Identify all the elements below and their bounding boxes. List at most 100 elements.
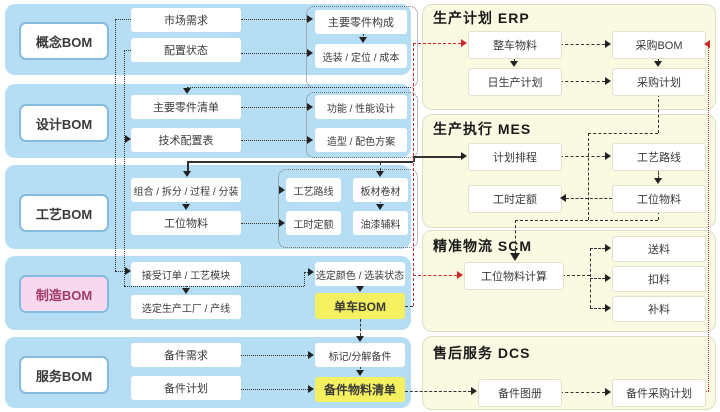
connector-line [515,220,516,254]
arrow-head [560,194,566,202]
node-config-status: 配置状态 [131,38,241,62]
node-spare-catalog: 备件图册 [478,379,562,407]
arrow-head [654,178,662,184]
node-plan-scheduling: 计划排程 [468,143,562,171]
connector-line [560,392,605,393]
arrow-head [510,253,520,261]
connector-line [560,44,605,45]
arrow-head [356,336,364,342]
arrow-head [307,136,313,144]
node-labor-hour-quota: 工时定额 [286,211,341,235]
connector-line [241,107,307,108]
connector-line [304,272,310,273]
arrow-head [125,267,131,275]
label-concept-bom: 概念BOM [19,22,109,60]
connector-line [360,367,361,371]
arrow-head [356,370,364,376]
arrow-head-red [457,271,463,279]
node-spare-purchase-plan: 备件采购计划 [612,379,706,407]
node-daily-production-plan: 日生产计划 [468,68,562,96]
red-feedback-line [704,391,709,392]
arrow-head [605,40,611,48]
node-purchase-bom: 采购BOM [612,31,706,59]
node-select-color-option: 选定颜色 / 选装状态 [315,262,405,286]
connector-line [187,87,411,88]
node-purchase-plan: 采购计划 [612,68,706,96]
label-service-bom: 服务BOM [19,356,109,394]
arrow-head [510,61,518,67]
arrow-head [605,244,611,252]
connector-line [187,161,189,171]
node-vehicle-bom: 单车BOM [315,293,405,319]
node-main-parts-structure: 主要零件构成 [315,10,407,34]
node-option-position-cost: 选装 / 定位 / 成本 [315,44,407,68]
group-outline-process [278,169,418,248]
arrow-head [605,304,611,312]
node-station-material: 工位物料 [131,211,241,235]
connector-line [241,140,307,141]
connector-line [380,202,381,205]
connector-line [124,286,304,287]
arrow-head [182,288,190,294]
connector-line [658,94,659,133]
node-spare-plan: 备件计划 [131,376,241,400]
node-spare-material-list: 备件物料清单 [315,377,405,402]
arrow-head [307,103,313,111]
connector-line [515,220,658,221]
arrow-head [308,268,314,276]
arrow-head [356,286,364,292]
arrow-head [308,351,314,359]
panel-title-mes: 生产执行 MES [433,121,532,137]
label-manufacture-bom: 制造BOM [19,275,109,313]
connector-line [405,306,413,307]
connector-line [560,81,605,82]
node-main-parts-list: 主要零件清单 [131,95,241,119]
panel-title-dcs: 售后服务 DCS [433,345,531,361]
arrow-head [183,88,191,94]
arrow-head [307,15,313,23]
label-process-bom: 工艺BOM [19,194,109,232]
node-accept-order-process-module: 接受订单 / 工艺模块 [131,262,241,286]
node-market-demand: 市场需求 [131,8,241,32]
connector-line [115,19,131,20]
node-tech-config-table: 技术配置表 [131,128,241,152]
node-styling-color-scheme: 造型 / 配色方案 [315,128,407,152]
node-station-material-calc: 工位物料计算 [464,262,564,290]
connector-line [514,57,515,62]
node-mark-decompose-spare: 标记/分解备件 [315,343,405,367]
node-sheet-coil: 板材卷材 [353,178,408,202]
connector-line [124,50,125,286]
arrow-head [125,135,131,143]
arrow-head [605,274,611,282]
connector-line [380,162,381,171]
connector-line [115,19,116,271]
connector-line [124,50,131,51]
arrow-head [605,77,611,85]
arrow-head [183,171,191,177]
panel-title-erp: 生产计划 ERP [433,10,530,26]
arrow-head [471,387,477,395]
node-combine-split-process: 组合 / 拆分 / 过程 / 分装 [131,178,241,202]
connector-line [658,211,659,220]
connector-line [658,169,659,179]
node-select-plant-line: 选定生产工厂 / 产线 [131,295,241,319]
arrow-head [376,171,384,177]
red-feedback-line [708,48,709,391]
arrow-head-red [704,40,710,48]
connector-line [588,133,589,220]
connector-line [186,202,187,205]
connector-line [560,156,605,157]
node-feeding: 送料 [612,236,706,262]
connector-line [115,271,125,272]
connector-line [241,223,279,224]
arrow-head [279,186,285,194]
connector-line [658,57,659,62]
connector-line [566,198,612,199]
arrow-head [654,61,662,67]
connector-line [241,389,308,390]
arrow-head [308,385,314,393]
connector-line [588,133,658,134]
connector-line [186,286,187,289]
node-spare-demand: 备件需求 [131,343,241,367]
